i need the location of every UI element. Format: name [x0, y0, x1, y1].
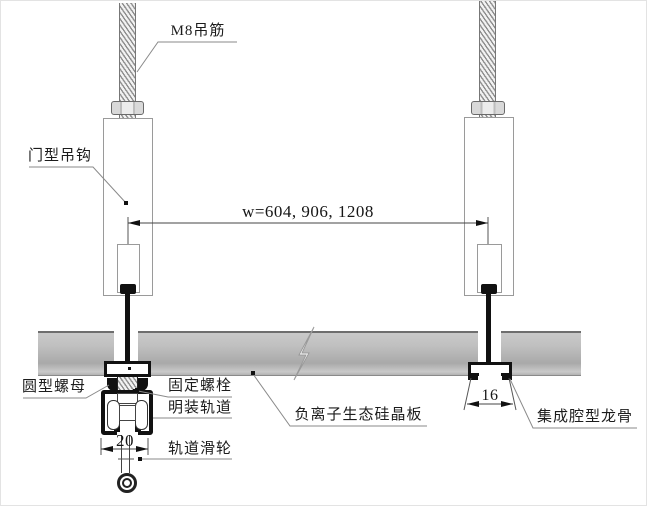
track-fixing-plate: [104, 361, 151, 377]
panel-break-icon: [293, 326, 315, 381]
panel-segment-right: [501, 331, 581, 376]
bolt-seat-dot: [133, 389, 136, 392]
bolt-head-left: [120, 284, 136, 294]
panel-segment-left: [38, 331, 114, 376]
keel-hook-left: [468, 373, 478, 380]
label-silicon-panel: 负离子生态硅晶板: [294, 407, 423, 423]
pulley-ring-outer: [117, 473, 137, 493]
bolt-seat-bar: [117, 393, 138, 404]
label-surface-track: 明装轨道: [167, 400, 232, 416]
label-track-pulley: 轨道滑轮: [167, 441, 232, 457]
bolt-head-right: [481, 284, 497, 294]
fixing-bolt-shank: [117, 377, 138, 392]
label-cavity-keel: 集成腔型龙骨: [536, 409, 633, 425]
pulley-ring-inner: [122, 478, 132, 488]
plate-center-dot: [128, 367, 131, 370]
roller-axle: [119, 405, 136, 421]
bolt-stem-left: [125, 293, 130, 363]
label-round-nut: 圆型螺母: [21, 379, 86, 395]
dimension-span: w=604, 906, 1208: [242, 202, 374, 221]
channel-bottom-opening: [117, 427, 138, 436]
pulley-shank: [121, 435, 130, 473]
keel-hook-right: [502, 373, 512, 380]
label-door-hook: 门型吊钩: [27, 148, 92, 164]
dimension-keel-width: 16: [481, 387, 499, 404]
threaded-rod-left: [119, 3, 136, 118]
round-nut-flange-right: [138, 378, 148, 391]
hex-nut-right: [471, 101, 505, 115]
threaded-rod-right: [479, 1, 496, 118]
round-nut-flange-left: [107, 378, 117, 391]
label-m8-rod: M8吊筋: [170, 23, 226, 39]
keel-bottom-opening: [479, 371, 501, 376]
label-fixing-bolt: 固定螺栓: [167, 378, 232, 394]
bolt-stem-right: [486, 293, 491, 364]
dimension-track-width: 20: [116, 431, 134, 450]
hex-nut-left: [111, 101, 144, 115]
